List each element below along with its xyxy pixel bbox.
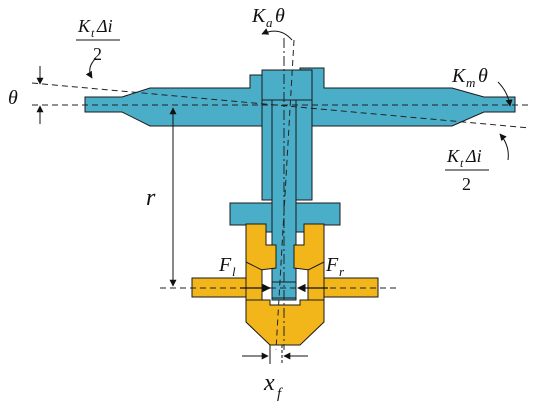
fl-label-sub: l xyxy=(232,264,236,279)
tilted-center-line xyxy=(31,82,531,129)
xf-label-main: x xyxy=(263,370,275,396)
ka-label-main: K xyxy=(251,5,267,27)
kt-right-arrow xyxy=(499,133,509,161)
r-label: r xyxy=(146,185,156,211)
xf-label-sub: f xyxy=(277,386,283,402)
kt-left-arrow xyxy=(85,57,97,79)
ka-label-theta: θ xyxy=(275,5,285,27)
xf-dimension xyxy=(242,345,308,364)
kt-right-num-main: K xyxy=(446,146,460,166)
km-label-theta: θ xyxy=(478,65,488,87)
kt-right-num-rest: Δi xyxy=(465,146,482,166)
kt-left-num-main: K xyxy=(77,16,91,36)
fr-label-main: F xyxy=(325,254,339,276)
km-label-sub: m xyxy=(466,75,475,90)
kt-right-den: 2 xyxy=(462,174,471,194)
flapper-upper-right xyxy=(293,223,325,271)
kt-left-num-rest: Δi xyxy=(96,16,113,36)
tilted-vertical-line xyxy=(275,39,295,351)
ka-theta-arrow xyxy=(261,28,293,41)
kt-right-num-sub: t xyxy=(460,156,464,170)
fl-label-main: F xyxy=(218,254,232,276)
km-label-main: K xyxy=(451,65,467,87)
kt-left-num-sub: t xyxy=(91,26,95,40)
moment-arrows xyxy=(85,28,513,161)
km-theta-arrow xyxy=(497,81,513,107)
flapper-side-left xyxy=(245,261,263,301)
flapper-side-right xyxy=(307,261,325,301)
flapper-assembly xyxy=(191,223,379,346)
theta-left-label: θ xyxy=(8,87,18,109)
kt-left-den: 2 xyxy=(93,44,102,64)
flapper-lower xyxy=(245,299,325,346)
reference-lines xyxy=(31,38,531,351)
fr-label-sub: r xyxy=(339,264,345,279)
armature-top-block xyxy=(261,69,313,101)
ka-label-sub: a xyxy=(266,15,273,30)
